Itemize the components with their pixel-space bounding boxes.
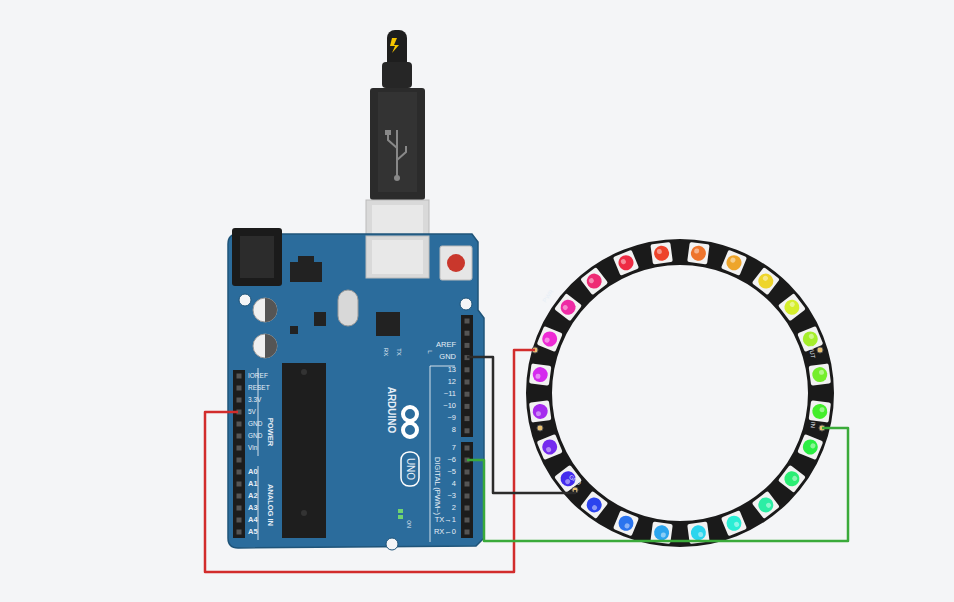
pin-label: 4 <box>452 480 456 488</box>
arduino-uno-board <box>228 228 484 550</box>
pin-label: L <box>427 350 433 353</box>
pin-label: 3.3V <box>248 397 261 404</box>
pin-label: A2 <box>248 492 258 500</box>
pin-headers <box>233 315 473 538</box>
pin-label: 13 <box>448 366 456 374</box>
pin-label: A4 <box>248 516 258 524</box>
pin-label: ARDUINO <box>386 387 396 434</box>
pin-label: UNO <box>405 458 415 480</box>
pin-label: 8 <box>452 426 456 434</box>
pin-label: ~6 <box>447 456 456 464</box>
pin-label: ~11 <box>444 390 456 398</box>
pin-label: ANALOG IN <box>266 484 274 526</box>
pin-label: IOREF <box>248 373 268 380</box>
pin-label: TX→1 <box>435 516 456 524</box>
usb-cable <box>366 30 429 278</box>
pin-label: 5V <box>248 409 256 416</box>
pin-label: ~3 <box>447 492 456 500</box>
pin-label: 12 <box>448 378 456 386</box>
pin-label: 7 <box>452 444 456 452</box>
pin-label: DIGITAL (PWM~) <box>433 457 441 515</box>
pin-label: ~5 <box>447 468 456 476</box>
pin-label: RX←0 <box>434 528 456 536</box>
pin-label: TX <box>396 348 402 356</box>
pin-label: IN <box>810 422 817 429</box>
pin-label: POWER <box>266 418 274 446</box>
pin-label: ON <box>406 520 411 528</box>
pin-label: RESET <box>248 385 270 392</box>
wire-data <box>467 428 848 541</box>
pin-label: GND <box>248 421 262 428</box>
pin-label: ~10 <box>443 402 456 410</box>
pin-label: 2 <box>452 504 456 512</box>
pin-label: GND <box>248 433 262 440</box>
pin-label: RX <box>383 348 389 356</box>
pin-label: GND <box>439 353 456 361</box>
pin-label: AREF <box>436 341 456 349</box>
pin-label: A1 <box>248 480 258 488</box>
pin-label: PWR <box>542 289 555 304</box>
pin-label: Vin <box>248 445 257 452</box>
pin-label: A3 <box>248 504 258 512</box>
pin-label: A0 <box>248 468 258 476</box>
pin-label: A5 <box>248 528 258 536</box>
pin-label: ~9 <box>447 414 456 422</box>
neopixel-ring <box>529 242 831 544</box>
wire-5v <box>205 350 535 572</box>
